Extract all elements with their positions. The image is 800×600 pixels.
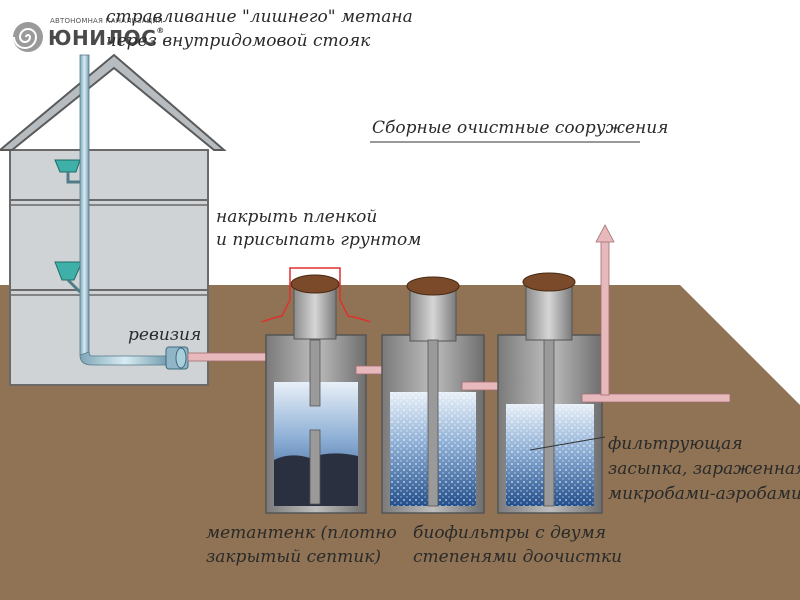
sink-icon (54, 159, 82, 184)
overflow-pipe-2 (461, 381, 503, 391)
brand-name: ЮНИЛОС® (48, 26, 165, 50)
toilet-icon (54, 261, 83, 294)
registered-mark: ® (156, 26, 165, 35)
lid-icon (406, 276, 460, 296)
cover-highlight (261, 267, 371, 323)
biofilter-label-line2: степенями доочистки (413, 547, 623, 567)
methane-tank (265, 274, 367, 514)
filter-label-line1: фильтрующая (608, 434, 743, 454)
methane-label-line2: закрытый септик) (206, 547, 381, 567)
spiral-logo-icon (13, 22, 43, 52)
lid-icon (290, 274, 340, 294)
brand-tagline: АВТОНОМНАЯ КАНАЛИЗАЦИЯ (50, 17, 163, 25)
biofilter-tank-2 (497, 272, 603, 514)
biofilter-label-line1: биофильтры с двумя (413, 523, 606, 543)
filter-leader-line (529, 436, 606, 451)
vent-arrow-icon (595, 224, 615, 396)
biofilter-tank-1 (381, 276, 485, 514)
filter-label-line2: засыпка, зараженная (608, 459, 800, 479)
revision-fitting (165, 346, 189, 370)
cover-label-line1: накрыть пленкой (216, 207, 378, 227)
diagram-title: Сборные очистные сооружения (372, 118, 669, 138)
cover-label-line2: и присыпать грунтом (216, 230, 422, 250)
lid-icon (522, 272, 576, 292)
methane-label-line1: метантенк (плотно (206, 523, 397, 543)
revision-label: ревизия (128, 325, 202, 345)
outlet-pipe (581, 393, 731, 403)
brand-name-text: ЮНИЛОС (48, 26, 157, 50)
top-label-line2: через внутридомовой стояк (106, 31, 371, 51)
top-label-line1: стравливание "лишнего" метана (106, 7, 413, 27)
house (0, 53, 227, 386)
filter-label-line3: микробами-аэробами (608, 484, 800, 504)
